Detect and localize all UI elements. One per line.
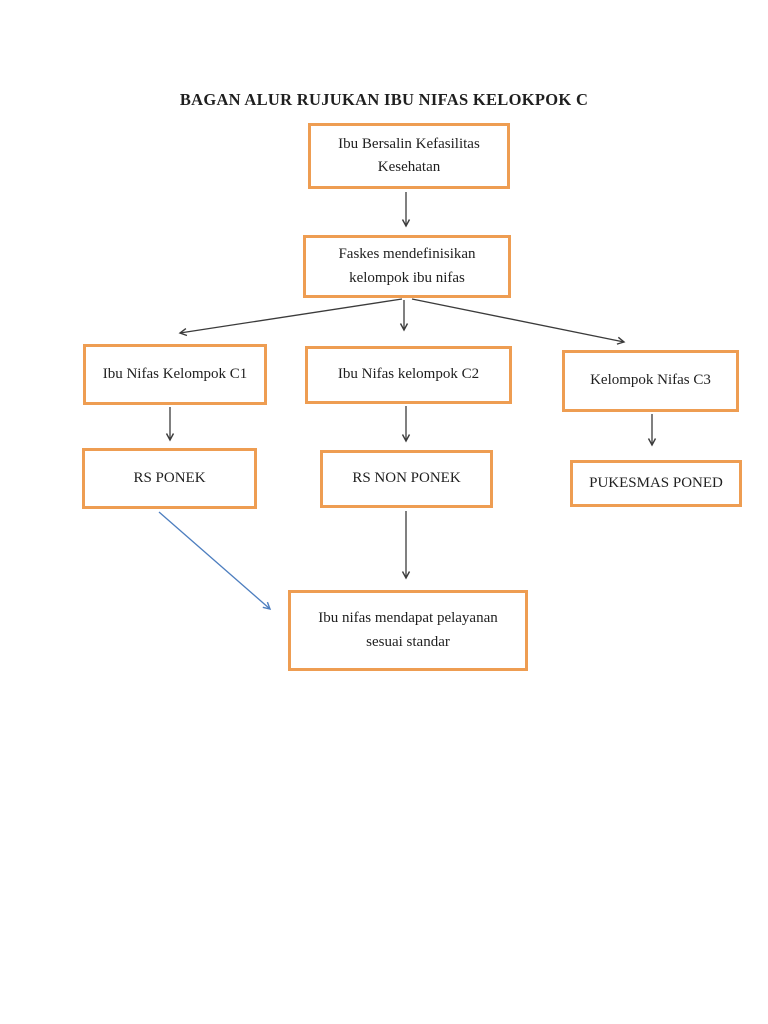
diagram-title: BAGAN ALUR RUJUKAN IBU NIFAS KELOKPOK C [179, 90, 589, 109]
arrow-rs-ponek-to-pelayanan [158, 511, 272, 610]
arrow-faskes-to-c1 [178, 298, 403, 337]
node-faskes: Faskes mendefinisikan kelompok ibu nifas [303, 235, 511, 298]
node-pelayanan-standar: Ibu nifas mendapat pelayanan sesuai stan… [288, 590, 528, 671]
node-kelompok-c1: Ibu Nifas Kelompok C1 [83, 344, 267, 405]
node-kelompok-c3: Kelompok Nifas C3 [562, 350, 739, 412]
node-kelompok-c2: Ibu Nifas kelompok C2 [305, 346, 512, 404]
node-pukesmas-poned: PUKESMAS PONED [570, 460, 742, 507]
node-rs-non-ponek: RS NON PONEK [320, 450, 493, 508]
node-ibu-bersalin: Ibu Bersalin Kefasilitas Kesehatan [308, 123, 510, 189]
arrow-faskes-to-c3 [411, 298, 626, 345]
node-rs-ponek: RS PONEK [82, 448, 257, 509]
